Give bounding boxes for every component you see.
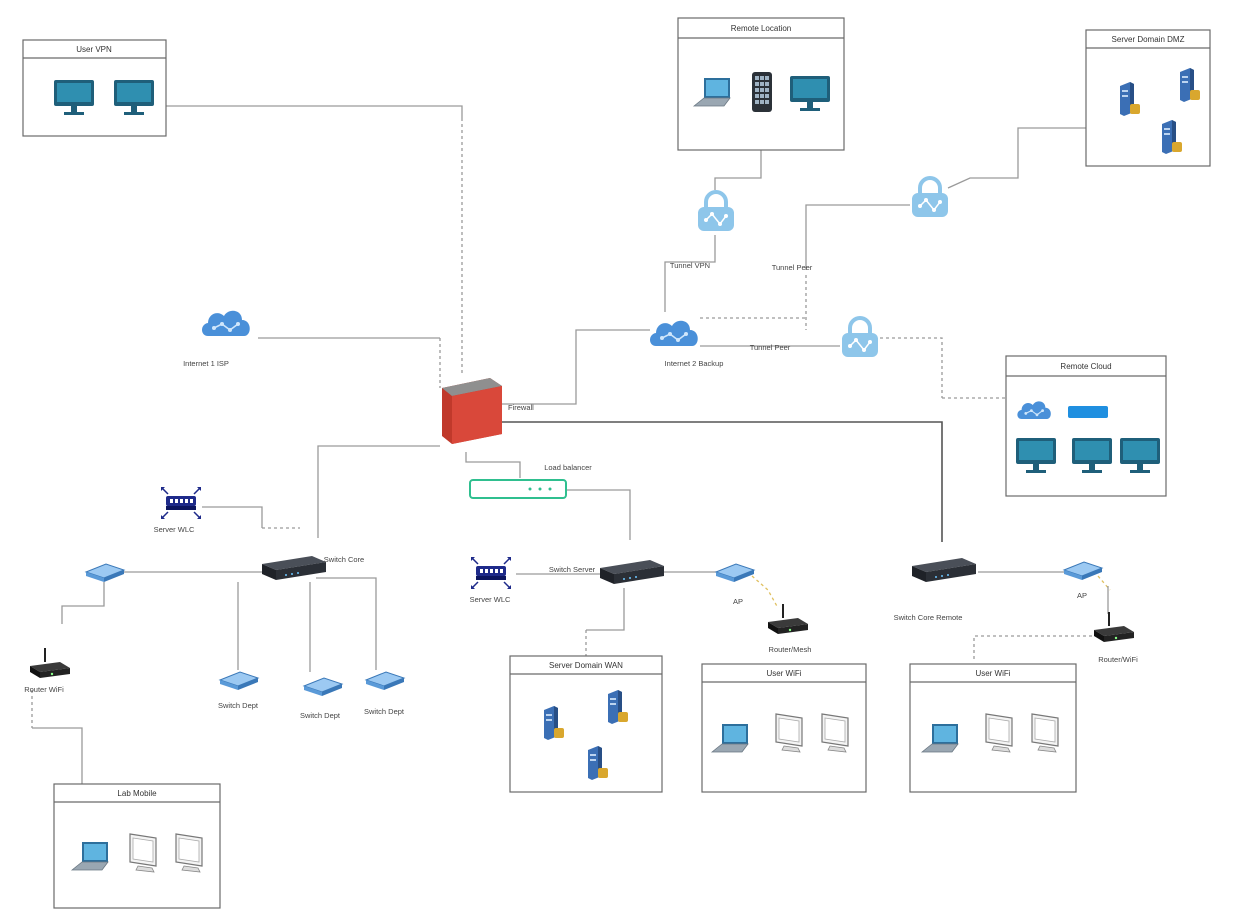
right-router-label: Router/WiFi <box>1098 655 1138 664</box>
right-ap-label: AP <box>1077 591 1087 600</box>
remote-cloud-title: Remote Cloud <box>1060 362 1111 371</box>
lab-panel: Lab Mobile <box>53 783 221 909</box>
mid-ap-label: AP <box>733 597 743 606</box>
vpn-title: User VPN <box>76 45 112 54</box>
internet1-label: Internet 1 ISP <box>183 359 229 368</box>
dept-switch-2-label: Switch Dept <box>300 711 341 720</box>
cloud-icon <box>649 319 699 347</box>
left-small-switch <box>85 563 125 583</box>
right-switch-node: Switch Core Remote <box>894 558 976 622</box>
switch-icon <box>262 556 326 580</box>
load-balancer-node: Load balancer <box>469 463 592 499</box>
left-wlc-label: Server WLC <box>154 525 195 534</box>
vpn-lock-3: Tunnel Peer <box>750 316 880 359</box>
right-ap-node: AP <box>1063 561 1103 600</box>
lock-icon <box>696 190 736 233</box>
router-icon <box>1094 612 1134 642</box>
server-domain-dmz-panel: Server Domain DMZ <box>1085 29 1211 167</box>
vpn-lock-1-label: Tunnel VPN <box>670 261 710 270</box>
small-switch-icon <box>85 563 125 583</box>
remote-location-title: Remote Location <box>731 24 791 33</box>
dept-switch-3-label: Switch Dept <box>364 707 405 716</box>
vpn-panel: User VPN <box>22 39 167 137</box>
firewall-node: Firewall <box>442 378 534 444</box>
dept-switch-3: Switch Dept <box>364 671 405 716</box>
connection-lines <box>31 105 1111 786</box>
mid-core-switch-node: Switch Server <box>549 560 664 584</box>
cloud-badge-icon <box>1068 406 1108 418</box>
mid-wlc-label: Server WLC <box>470 595 511 604</box>
lock-icon <box>910 176 950 219</box>
dept-switch-1-label: Switch Dept <box>218 701 259 710</box>
mid-core-switch-label: Switch Server <box>549 565 596 574</box>
left-wlc-node: Server WLC <box>154 486 202 534</box>
firewall-label: Firewall <box>508 403 534 412</box>
right-router-node: Router/WiFi <box>1094 612 1138 664</box>
remote-cloud-panel: Remote Cloud <box>1005 355 1167 497</box>
vpn-lock-2: Tunnel Peer <box>772 176 950 272</box>
small-switch-icon <box>303 677 343 697</box>
small-switch-icon <box>365 671 405 691</box>
mid-ap-node: AP <box>715 563 755 606</box>
load-balancer-icon <box>469 479 567 499</box>
left-core-switch-node: Switch Core <box>262 555 364 580</box>
user-wifi-right-panel: User WiFi <box>909 663 1077 793</box>
small-switch-icon <box>715 563 755 583</box>
wlc-icon <box>160 486 202 520</box>
left-router-node: Router WiFi <box>24 648 70 694</box>
router-icon <box>30 648 70 678</box>
router-icon <box>768 604 808 634</box>
wlc-icon <box>470 556 512 590</box>
vpn-lock-3-label: Tunnel Peer <box>750 343 791 352</box>
server-domain-wan-title: Server Domain WAN <box>549 661 623 670</box>
internet2-node: Internet 2 Backup <box>649 319 724 368</box>
user-wifi-mid-panel: User WiFi <box>701 663 867 793</box>
mid-router-node: Router/Mesh <box>768 604 811 654</box>
dept-switch-2: Switch Dept <box>300 677 343 720</box>
load-balancer-label: Load balancer <box>544 463 592 472</box>
server-domain-dmz-title: Server Domain DMZ <box>1112 35 1185 44</box>
internet2-label: Internet 2 Backup <box>665 359 724 368</box>
mid-wlc-node: Server WLC <box>470 556 512 604</box>
switch-icon <box>912 558 976 582</box>
phone-icon <box>752 72 772 112</box>
user-wifi-mid-title: User WiFi <box>766 669 801 678</box>
dept-switch-1: Switch Dept <box>218 671 259 710</box>
lock-icon <box>840 316 880 359</box>
internet1-node: Internet 1 ISP <box>183 309 251 368</box>
vpn-lock-2-label: Tunnel Peer <box>772 263 813 272</box>
left-core-switch-label: Switch Core <box>324 555 364 564</box>
switch-icon <box>600 560 664 584</box>
small-switch-icon <box>1063 561 1103 581</box>
remote-location-panel: Remote Location <box>677 17 845 151</box>
mid-router-label: Router/Mesh <box>769 645 812 654</box>
right-switch-label: Switch Core Remote <box>894 613 963 622</box>
cloud-icon <box>201 309 251 337</box>
small-switch-icon <box>219 671 259 691</box>
vpn-lock-1: Tunnel VPN <box>670 190 736 270</box>
server-domain-wan-panel: Server Domain WAN <box>509 655 663 793</box>
left-router-label: Router WiFi <box>24 685 64 694</box>
user-wifi-right-title: User WiFi <box>975 669 1010 678</box>
lab-title: Lab Mobile <box>117 789 157 798</box>
